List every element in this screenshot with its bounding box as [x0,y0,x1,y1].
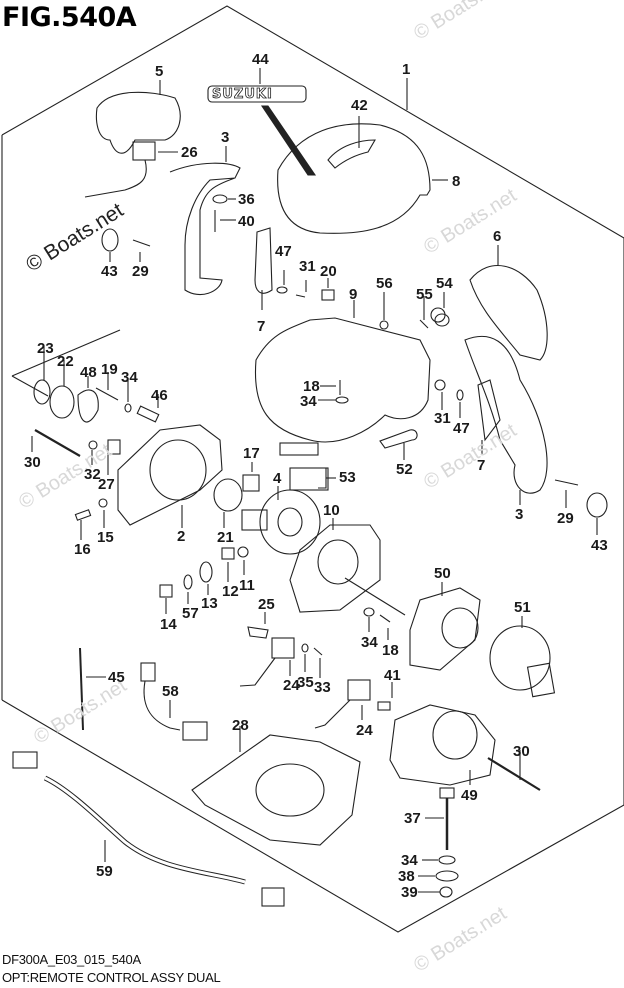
callout-4[interactable]: 4 [273,470,282,487]
callout-38[interactable]: 38 [398,868,415,885]
callout-41[interactable]: 41 [384,667,401,684]
callout-30-right[interactable]: 30 [513,743,530,760]
callout-3-left[interactable]: 3 [221,129,230,146]
callout-32[interactable]: 32 [84,466,101,483]
callout-40[interactable]: 40 [238,213,255,230]
callout-13[interactable]: 13 [201,595,218,612]
callout-7-left[interactable]: 7 [257,318,266,335]
grip-right [469,264,548,361]
assembly-outline-bottom [1,699,624,933]
callout-44[interactable]: 44 [252,51,269,68]
callout-58[interactable]: 58 [162,683,179,700]
callout-37[interactable]: 37 [404,810,421,827]
callout-25[interactable]: 25 [258,596,275,613]
callout-20[interactable]: 20 [320,263,337,280]
callout-34-housing[interactable]: 34 [361,634,378,651]
callout-16[interactable]: 16 [74,541,91,558]
figure-caption: OPT:REMOTE CONTROL ASSY DUAL [2,970,221,985]
figure-title: FIG.540A [2,2,137,33]
callout-35[interactable]: 35 [297,674,314,691]
callout-1[interactable]: 1 [402,61,411,78]
callout-29-left[interactable]: 29 [132,263,149,280]
callout-34-ring[interactable]: 34 [121,369,138,386]
callout-47-left[interactable]: 47 [275,243,292,260]
callout-15[interactable]: 15 [97,529,114,546]
lower-case [254,317,431,443]
callout-50[interactable]: 50 [434,565,451,582]
callout-56[interactable]: 56 [376,275,393,292]
grip-left [95,91,181,154]
callout-19[interactable]: 19 [101,361,118,378]
callout-51[interactable]: 51 [514,599,531,616]
gasket [191,734,361,846]
housing-left [117,424,223,526]
assembly-outline [1,5,624,239]
callout-33[interactable]: 33 [314,679,331,696]
figure-code: DF300A_E03_015_540A [2,952,141,967]
callout-52[interactable]: 52 [396,461,413,478]
callout-10[interactable]: 10 [323,502,340,519]
callout-29-right[interactable]: 29 [557,510,574,527]
callout-49[interactable]: 49 [461,787,478,804]
callout-27[interactable]: 27 [98,476,115,493]
callout-31-left[interactable]: 31 [299,258,316,275]
callout-59[interactable]: 59 [96,863,113,880]
callout-18-upper[interactable]: 18 [303,378,320,395]
suzuki-logo: SUZUKI [212,87,273,103]
callout-43-right[interactable]: 43 [591,537,608,554]
callout-31-right[interactable]: 31 [434,410,451,427]
callout-6[interactable]: 6 [493,228,502,245]
housing-49 [389,704,496,786]
callout-55[interactable]: 55 [416,286,433,303]
callout-23[interactable]: 23 [37,340,54,357]
callout-3-right[interactable]: 3 [515,506,524,523]
lever-left [169,162,241,295]
callout-24-upper[interactable]: 24 [283,677,300,694]
callout-12[interactable]: 12 [222,583,239,600]
callout-30-left[interactable]: 30 [24,454,41,471]
callout-39[interactable]: 39 [401,884,418,901]
callout-57[interactable]: 57 [182,605,199,622]
callout-17[interactable]: 17 [243,445,260,462]
callout-34-case[interactable]: 34 [300,393,317,410]
callout-43-left[interactable]: 43 [101,263,118,280]
callout-8[interactable]: 8 [452,173,461,190]
callout-42[interactable]: 42 [351,97,368,114]
callout-34-bottom[interactable]: 34 [401,852,418,869]
callout-47-right[interactable]: 47 [453,420,470,437]
callout-5[interactable]: 5 [155,63,164,80]
callout-9[interactable]: 9 [349,286,358,303]
callout-48[interactable]: 48 [80,364,97,381]
callout-45[interactable]: 45 [108,669,125,686]
callout-24-lower[interactable]: 24 [356,722,373,739]
callout-11[interactable]: 11 [239,577,255,594]
callout-22[interactable]: 22 [57,353,74,370]
callout-18-lower[interactable]: 18 [382,642,399,659]
callout-2[interactable]: 2 [177,528,186,545]
callout-26[interactable]: 26 [181,144,198,161]
upper-cover [277,123,431,234]
lever-right [464,335,548,494]
callout-54[interactable]: 54 [436,275,453,292]
callout-21[interactable]: 21 [217,529,234,546]
housing-right [289,524,381,613]
callout-36[interactable]: 36 [238,191,255,208]
callout-46[interactable]: 46 [151,387,168,404]
gear-drum [259,489,321,555]
callout-53[interactable]: 53 [339,469,356,486]
callout-28[interactable]: 28 [232,717,249,734]
callout-14[interactable]: 14 [160,616,177,633]
housing-50 [409,587,481,671]
callout-7-right[interactable]: 7 [477,457,486,474]
emblem [207,85,307,103]
